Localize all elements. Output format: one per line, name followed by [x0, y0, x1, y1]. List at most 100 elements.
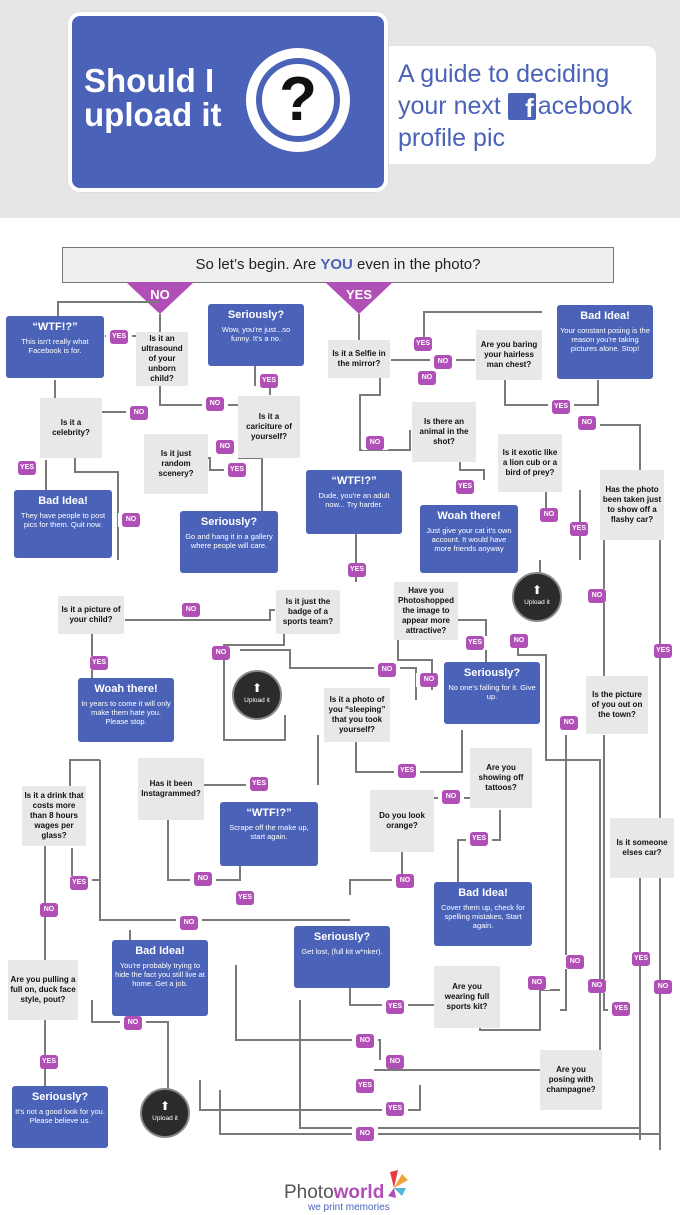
outcome-wtf-facebook: “WTF!?” This isn't really what Facebook … — [6, 316, 104, 378]
no-tag: NO — [126, 406, 152, 420]
footer-tagline: we print memories — [308, 1202, 390, 1213]
no-tag: NO — [414, 371, 440, 385]
outcome-seriously-gallery: Seriously? Go and hang it in a gallery w… — [180, 511, 278, 573]
no-tag: NO — [36, 903, 62, 917]
no-tag: NO — [382, 1055, 408, 1069]
no-tag: NO — [202, 397, 228, 411]
outcome-text: Scrape off the make up, start again. — [229, 823, 309, 841]
no-tag: NO — [430, 355, 456, 369]
outcome-text: Go and hang it in a gallery where people… — [185, 532, 273, 550]
question-drink: Is it a drink that costs more than 8 hou… — [22, 786, 86, 846]
upload-it-button[interactable]: ⬆ Upload it — [140, 1088, 190, 1138]
outcome-heading: Woah there! — [437, 510, 501, 522]
no-tag: NO — [176, 916, 202, 930]
outcome-heading: Seriously? — [227, 309, 285, 321]
yes-tag: YES — [66, 876, 92, 890]
start-emphasis: YOU — [320, 256, 353, 273]
upload-it-button[interactable]: ⬆ Upload it — [512, 572, 562, 622]
yes-tag: YES — [394, 764, 420, 778]
outcome-text: Wow, you're just...so funny. It's a no. — [221, 325, 291, 343]
outcome-heading: Seriously? — [313, 931, 371, 943]
outcome-text: Get lost, (full kit w*nker). — [301, 947, 383, 956]
no-tag: NO — [190, 872, 216, 886]
question-sports-kit: Are you wearing full sports kit? — [434, 966, 500, 1028]
question-mark-icon: ? — [256, 58, 340, 142]
outcome-heading: Seriously? — [200, 516, 258, 528]
outcome-text: Just give your cat it's own account. It … — [426, 526, 512, 553]
question-selfie: Is it a Selfie in the mirror? — [328, 340, 390, 378]
question-sports-badge: Is it just the badge of a sports team? — [276, 590, 340, 634]
yes-tag: YES — [106, 330, 132, 344]
outcome-heading: Bad Idea! — [458, 887, 508, 899]
no-tag: NO — [118, 513, 144, 527]
yes-tag: YES — [382, 1000, 408, 1014]
outcome-wtf-makeup: “WTF!?” Scrape off the make up, start ag… — [220, 802, 318, 866]
no-tag: NO — [524, 976, 550, 990]
no-branch-arrow — [126, 282, 194, 314]
outcome-text: Your constant posing is the reason you'r… — [560, 326, 650, 353]
outcome-woah-cat: Woah there! Just give your cat it's own … — [420, 505, 518, 573]
guide-line-1: A guide to deciding — [398, 60, 610, 88]
yes-tag: YES — [466, 832, 492, 846]
start-suffix: even in the photo? — [352, 256, 481, 273]
yes-tag: YES — [344, 563, 370, 577]
outcome-bad-idea-celebrity: Bad Idea! They have people to post pics … — [14, 490, 112, 558]
no-tag: NO — [584, 979, 610, 993]
outcome-seriously-look: Seriously? It's not a good look for you.… — [12, 1086, 108, 1148]
question-ultrasound: Is it an ultrasound of your unborn child… — [136, 332, 188, 386]
outcome-bad-idea-home: Bad Idea! You're probably trying to hide… — [112, 940, 208, 1016]
upload-label: Upload it — [524, 599, 550, 606]
outcome-text: They have people to post pics for them. … — [20, 511, 106, 529]
question-sleeping: Is it a photo of you “sleeping” that you… — [324, 688, 390, 742]
yes-tag: YES — [462, 636, 488, 650]
outcome-text: Dude, you're an adult now... Try harder. — [318, 491, 390, 509]
yes-tag: YES — [650, 644, 676, 658]
outcome-text: Cover them up, check for spelling mistak… — [441, 903, 525, 930]
question-someone-car: Is it someone elses car? — [610, 818, 674, 878]
outcome-seriously-falling: Seriously? No one's falling for it. Give… — [444, 662, 540, 724]
yes-tag: YES — [14, 461, 40, 475]
yes-tag: YES — [452, 480, 478, 494]
upload-icon: ⬆ — [251, 681, 263, 695]
outcome-text: This isn't really what Facebook is for. — [21, 337, 89, 355]
outcome-heading: “WTF!?” — [246, 807, 292, 819]
no-tag: NO — [556, 716, 582, 730]
question-champagne: Are you posing with champagne? — [540, 1050, 602, 1110]
no-tag: NO — [574, 416, 600, 430]
guide-line-2-prefix: your next — [398, 92, 508, 120]
outcome-bad-idea-tattoos: Bad Idea! Cover them up, check for spell… — [434, 882, 532, 946]
yes-tag: YES — [86, 656, 112, 670]
outcome-heading: Woah there! — [94, 683, 158, 695]
no-tag: NO — [178, 603, 204, 617]
question-celebrity: Is it a celebrity? — [40, 398, 102, 458]
yes-tag: YES — [352, 1079, 378, 1093]
question-tattoos: Are you showing off tattoos? — [470, 748, 532, 808]
logo-photo: Photo — [284, 1182, 334, 1203]
no-tag: NO — [374, 663, 400, 677]
question-instagram: Has it been Instagrammed? — [138, 758, 204, 820]
start-question: So let’s begin. Are YOU even in the phot… — [62, 247, 614, 283]
outcome-heading: “WTF!?” — [32, 321, 78, 333]
no-tag: NO — [392, 874, 418, 888]
outcome-heading: “WTF!?” — [331, 475, 377, 487]
guide-line-3: profile pic — [398, 124, 505, 152]
photoworld-logo-icon — [388, 1170, 408, 1198]
no-tag: NO — [506, 634, 532, 648]
outcome-heading: Seriously? — [31, 1091, 89, 1103]
yes-tag: YES — [628, 952, 654, 966]
no-tag: NO — [352, 1127, 378, 1141]
no-tag: NO — [120, 1016, 146, 1030]
outcome-text: It's not a good look for you. Please bel… — [15, 1107, 105, 1125]
outcome-text: You're probably trying to hide the fact … — [115, 961, 205, 988]
no-tag: NO — [352, 1034, 378, 1048]
no-tag: NO — [212, 440, 238, 454]
outcome-woah-child: Woah there! In years to come it will onl… — [78, 678, 174, 742]
upload-icon: ⬆ — [531, 583, 543, 597]
question-child: Is it a picture of your child? — [58, 596, 124, 634]
yes-tag: YES — [224, 463, 250, 477]
upload-it-button[interactable]: ⬆ Upload it — [232, 670, 282, 720]
upload-label: Upload it — [244, 697, 270, 704]
